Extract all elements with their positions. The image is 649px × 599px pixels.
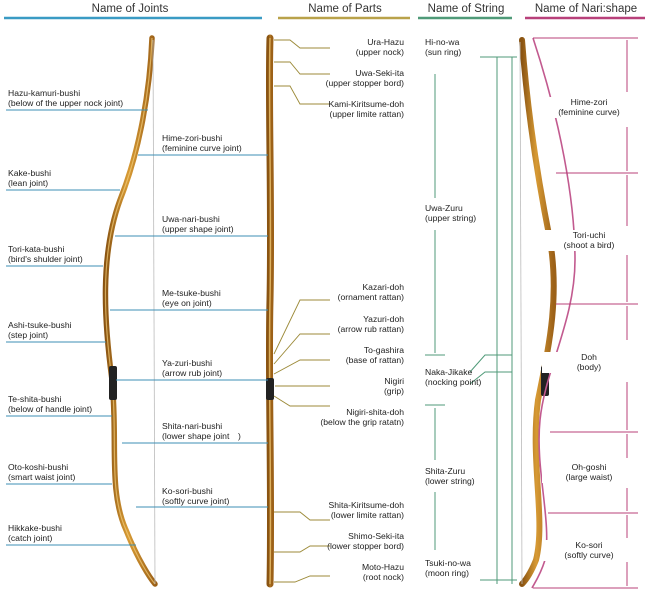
joint-label: Oto-koshi-bushi(smart waist joint) — [8, 462, 76, 483]
joint-middle-leaders — [110, 154, 268, 508]
shape-label: Ko-sori(softly curve) — [542, 540, 636, 561]
part-label: Yazuri-doh(arrow rub rattan) — [337, 314, 404, 335]
string-header: Name of String — [427, 3, 505, 15]
part-label: Kazari-doh(ornament rattan) — [337, 282, 404, 303]
shape-label: Hime-zori(feminine curve) — [542, 97, 636, 118]
joint-left-leaders — [6, 109, 148, 546]
parts-leaders — [273, 39, 330, 583]
string-label: Hi-no-wa(sun ring) — [425, 37, 462, 58]
joint-label: Me-tsuke-bushi(eye on joint) — [162, 288, 221, 309]
part-label: To-gashira(base of rattan) — [345, 345, 404, 366]
joint-label: Shita-nari-bushi(lower shape joint ) — [162, 421, 241, 442]
string-label: Naka-Jikake(nocking point) — [425, 367, 482, 388]
joint-label: Kake-bushi(lean joint) — [8, 168, 51, 189]
joint-label: Hime-zori-bushi(feminine curve joint) — [162, 133, 242, 154]
joints-header: Name of Joints — [91, 3, 169, 15]
bow-middle-illustration — [265, 34, 275, 588]
part-label: Shimo-Seki-ita(lower stopper bord) — [327, 531, 404, 552]
shape-dimension-lines — [533, 37, 638, 589]
joint-label: Hikkake-bushi(catch joint) — [8, 523, 62, 544]
shape-header: Name of Nari:shape — [534, 3, 638, 15]
shape-label: Doh(body) — [542, 352, 636, 373]
part-label: Moto-Hazu(root nock) — [361, 562, 404, 583]
string-label: Uwa-Zuru(upper string) — [425, 203, 477, 224]
string-label: Shita-Zuru(lower string) — [425, 466, 475, 487]
shape-label: Oh-goshi(large waist) — [542, 462, 636, 483]
string-dimension-lines — [425, 56, 517, 584]
joint-label: Te-shita-bushi(below of handle joint) — [8, 394, 93, 415]
string-label: Tsuki-no-wa(moon ring) — [425, 558, 471, 579]
part-label: Shita-Kiritsume-doh(lower limite rattan) — [328, 500, 404, 521]
joint-label: Hazu-kamuri-bushi(below of the upper noc… — [8, 88, 124, 109]
joint-label: Tori-kata-bushi(bird's shulder joint) — [8, 244, 83, 265]
part-label: Nigiri-shita-doh(below the grip ratatn) — [320, 407, 404, 428]
joint-label: Uwa-nari-bushi(upper shape joint) — [162, 214, 234, 235]
parts-header: Name of Parts — [308, 3, 382, 15]
bow-left-illustration — [102, 35, 158, 587]
part-label: Kami-Kiritsume-doh(upper limite rattan) — [328, 99, 404, 120]
part-label: Uwa-Seki-ita(upper stopper bord) — [325, 68, 404, 89]
part-label: Nigiri(grip) — [383, 376, 404, 397]
shape-label: Tori-uchi(shoot a bird) — [542, 230, 636, 251]
joint-label: Ashi-tsuke-bushi(step joint) — [8, 320, 72, 341]
bow-right-illustration — [519, 37, 557, 587]
joint-label: Ko-sori-bushi(softly curve joint) — [162, 486, 230, 507]
joint-label: Ya-zuri-bushi(arrow rub joint) — [162, 358, 223, 379]
part-label: Ura-Hazu(upper nock) — [355, 37, 404, 58]
